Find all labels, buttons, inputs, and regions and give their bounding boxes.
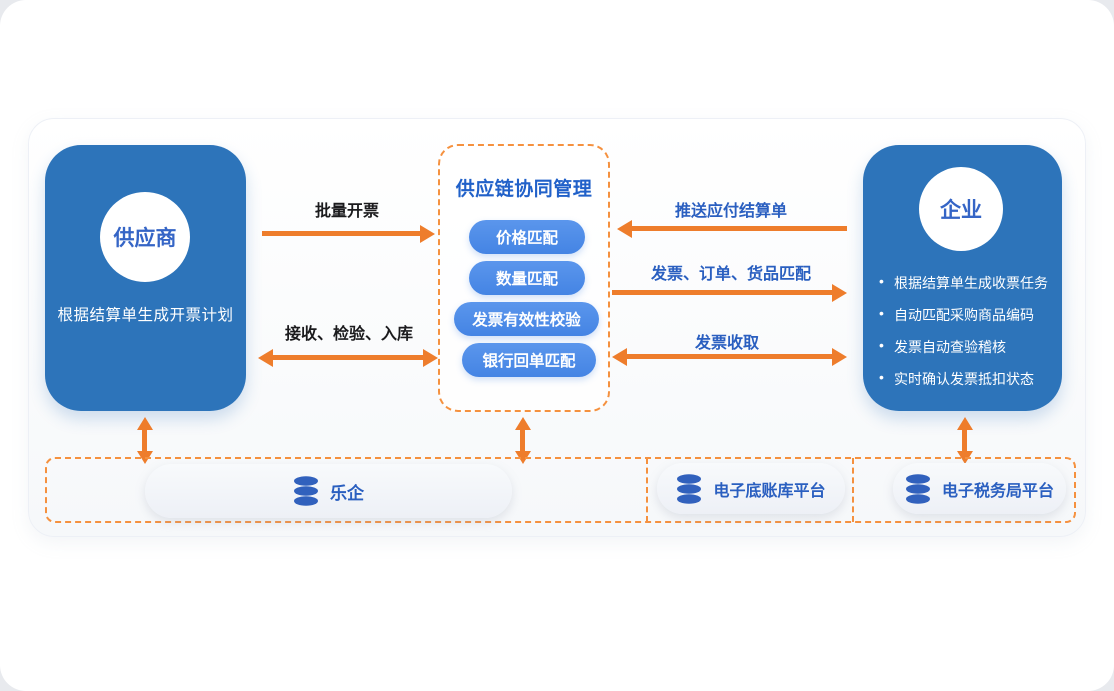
supplier-box: 供应商 根据结算单生成开票计划	[45, 145, 246, 411]
platform-electronic-ledger: 电子底账库平台	[657, 463, 845, 514]
flow-label-receive-inspect-warehouse: 接收、检验、入库	[284, 326, 414, 343]
pill-bank-receipt-match: 银行回单匹配	[462, 343, 596, 377]
arrow-invoice-order-goods-match-right	[612, 283, 847, 302]
platform-leqi: 乐企	[145, 464, 512, 518]
supplier-circle: 供应商	[100, 192, 190, 282]
platform-band	[45, 457, 1076, 523]
enterprise-circle: 企业	[919, 167, 1003, 251]
scm-title: 供应链协同管理	[455, 179, 593, 200]
supplier-circle-label: 供应商	[113, 227, 177, 250]
flow-label-invoice-collection: 发票收取	[694, 335, 760, 352]
varrow-supplier-platform	[142, 430, 147, 451]
enterprise-bullet: 发票自动查验稽核	[879, 337, 1048, 357]
database-icon	[294, 476, 318, 506]
arrow-invoice-collection-both	[612, 347, 847, 366]
platform-label: 电子底账库平台	[713, 482, 826, 500]
flow-label-batch-invoicing: 批量开票	[314, 203, 380, 220]
scm-collaboration-box: 供应链协同管理 价格匹配 数量匹配 发票有效性校验 银行回单匹配	[438, 144, 610, 412]
supplier-description: 根据结算单生成开票计划	[57, 307, 234, 324]
database-icon	[677, 473, 702, 504]
enterprise-circle-label: 企业	[940, 199, 982, 222]
pill-price-match: 价格匹配	[469, 220, 585, 254]
platform-band-divider	[646, 458, 648, 522]
flow-label-push-payable-settlement: 推送应付结算单	[674, 203, 788, 220]
platform-label: 乐企	[330, 483, 364, 503]
arrow-receive-inspect-warehouse-both	[258, 348, 438, 367]
pill-quantity-match: 数量匹配	[469, 261, 585, 295]
enterprise-bullet: 根据结算单生成收票任务	[879, 273, 1048, 293]
enterprise-bullet-list: 根据结算单生成收票任务 自动匹配采购商品编码 发票自动查验稽核 实时确认发票抵扣…	[879, 273, 1048, 401]
varrow-scm-platform	[520, 430, 525, 451]
database-icon	[905, 473, 930, 504]
platform-label: 电子税务局平台	[941, 482, 1054, 500]
enterprise-box: 企业 根据结算单生成收票任务 自动匹配采购商品编码 发票自动查验稽核 实时确认发…	[863, 145, 1062, 411]
platform-band-divider	[852, 458, 854, 522]
enterprise-bullet: 实时确认发票抵扣状态	[879, 369, 1048, 389]
flow-label-invoice-order-goods-match: 发票、订单、货品匹配	[650, 266, 812, 283]
arrow-batch-invoicing-right	[262, 224, 435, 243]
pill-invoice-validity-check: 发票有效性校验	[454, 302, 599, 336]
enterprise-bullet: 自动匹配采购商品编码	[879, 305, 1048, 325]
varrow-enterprise-platform	[962, 430, 967, 451]
platform-electronic-tax-bureau: 电子税务局平台	[893, 463, 1066, 514]
arrow-push-payable-settlement-left	[617, 219, 847, 238]
